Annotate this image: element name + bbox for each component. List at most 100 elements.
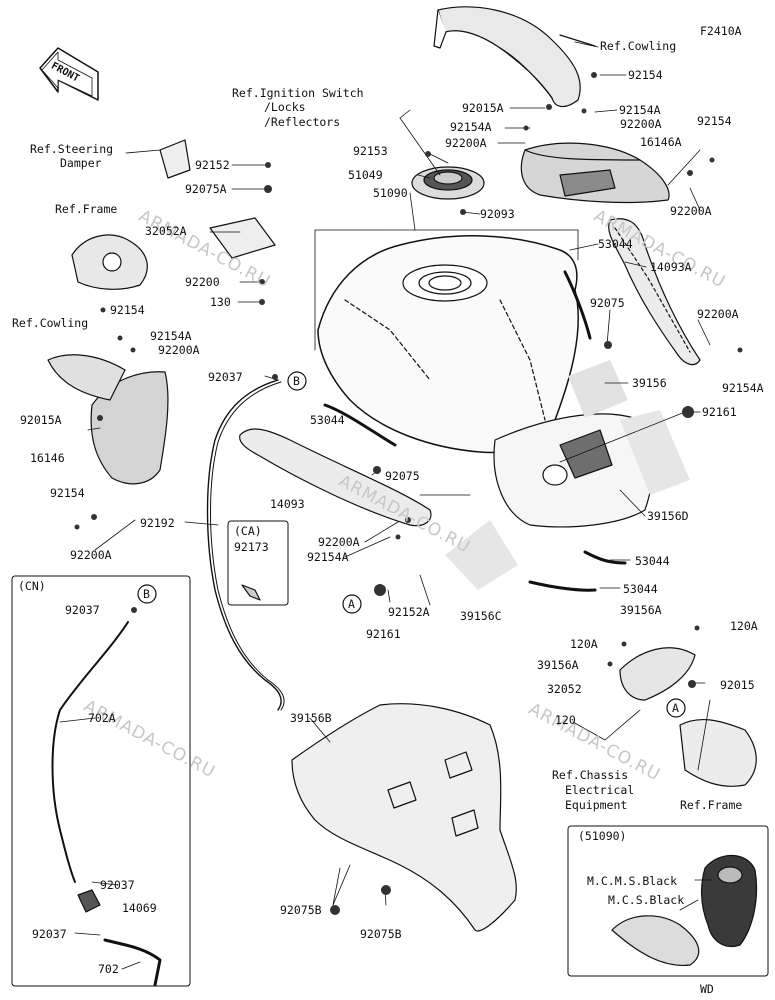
inset-wd-label: WD	[700, 982, 714, 996]
part-number: 39156D	[647, 509, 689, 523]
part-number: 51090	[373, 186, 408, 200]
part-number: 14069	[122, 901, 157, 915]
part-number: 92154A	[722, 381, 764, 395]
callout-b: B	[293, 374, 300, 388]
part-number: 92200A	[318, 535, 360, 549]
part-number: 92154	[697, 114, 732, 128]
part-number: 92154A	[150, 329, 192, 343]
label-ref-steering: Ref.Steering	[30, 142, 114, 156]
part-number: 92154A	[619, 103, 661, 117]
top-cowling-part	[433, 6, 596, 108]
part-number: 53044	[623, 582, 658, 596]
heat-shield-39156B-part	[291, 703, 517, 932]
part-number: 92037	[32, 927, 67, 941]
part-number: 92200A	[70, 548, 112, 562]
hose-53044-parts	[323, 270, 627, 592]
fuel-tank-part	[317, 235, 579, 454]
part-number: 130	[210, 295, 231, 309]
part-number: 92075B	[280, 903, 322, 917]
label-ref-steering: Damper	[60, 156, 102, 170]
steering-bracket-part	[71, 139, 276, 290]
part-number: 92200A	[697, 307, 739, 321]
part-number: 92037	[208, 370, 243, 384]
part-number: 92152	[195, 158, 230, 172]
label-ref-ignition: /Locks	[264, 100, 306, 114]
part-number: 92161	[366, 627, 401, 641]
part-number: 92154	[110, 303, 145, 317]
inset-ca-title: (CA)	[234, 524, 262, 538]
part-number: 120A	[730, 619, 758, 633]
part-number: 92075	[385, 469, 420, 483]
tray-32052-part	[619, 647, 757, 787]
part-number: 92075	[590, 296, 625, 310]
part-number: 92200	[185, 275, 220, 289]
front-arrow-icon	[39, 47, 99, 101]
part-number: 702A	[88, 711, 116, 725]
part-number: 92037	[100, 878, 135, 892]
inset-variant-title: (51090)	[578, 829, 627, 843]
part-number: 92161	[702, 405, 737, 419]
label-ref-cowling: Ref.Cowling	[600, 39, 677, 53]
part-number: 39156A	[537, 658, 579, 672]
part-number: 120A	[570, 637, 598, 651]
part-number: 92093	[480, 207, 515, 221]
label-ref-ignition: /Reflectors	[264, 115, 341, 129]
callout-a: A	[672, 701, 679, 715]
figure-code: F2410A	[700, 24, 742, 38]
callout-b: B	[143, 587, 150, 601]
fasteners-parts	[74, 72, 743, 915]
part-number: 16146	[30, 451, 65, 465]
part-number: 92173	[234, 540, 269, 554]
part-number: 92200A	[670, 204, 712, 218]
part-number: 92154	[628, 68, 663, 82]
part-number: 92015A	[20, 413, 62, 427]
label-color-variant: M.C.M.S.Black	[587, 874, 678, 888]
part-number: 39156A	[620, 603, 662, 617]
part-number: 32052	[547, 682, 582, 696]
label-color-variant: M.C.S.Black	[608, 893, 685, 907]
part-number: 92075A	[185, 182, 227, 196]
cn-hose-part	[51, 621, 162, 987]
part-number: 32052A	[145, 224, 187, 238]
part-number: 92192	[140, 516, 175, 530]
part-number: 92154A	[307, 550, 349, 564]
part-number: 92152A	[388, 605, 430, 619]
part-number: 92153	[353, 144, 388, 158]
part-number: 92015A	[462, 101, 504, 115]
right-side-cowl-part	[520, 142, 670, 204]
part-number: 16146A	[640, 135, 682, 149]
part-number: 92075B	[360, 927, 402, 941]
part-number: 92037	[65, 603, 100, 617]
tank-lower-cover-part	[493, 413, 655, 528]
pad-39156-part	[568, 360, 628, 418]
part-number: 702	[98, 962, 119, 976]
left-panel-part	[239, 428, 432, 527]
fuel-cap-part	[411, 166, 485, 200]
part-number: 92015	[720, 678, 755, 692]
part-number: 53044	[598, 237, 633, 251]
pad-39156C-part	[445, 520, 518, 590]
part-number: 92154	[50, 486, 85, 500]
hose-92192-part	[206, 379, 285, 711]
part-number: 92154A	[450, 120, 492, 134]
right-panel-part	[608, 218, 701, 366]
label-ref-frame: Ref.Frame	[680, 798, 743, 812]
label-ref-chassis: Electrical	[565, 783, 635, 797]
variant-tank-part	[611, 854, 758, 967]
part-number: 92200A	[620, 117, 662, 131]
left-side-cowl-part	[47, 354, 169, 485]
inset-cn-title: (CN)	[18, 579, 46, 593]
part-number: 92200A	[445, 136, 487, 150]
part-number: 14093A	[650, 260, 692, 274]
label-ref-ignition: Ref.Ignition Switch	[232, 86, 364, 100]
label-ref-frame: Ref.Frame	[55, 202, 118, 216]
label-ref-chassis: Ref.Chassis	[552, 768, 629, 782]
part-number: 53044	[310, 413, 345, 427]
part-number: 53044	[635, 554, 670, 568]
label-ref-chassis: Equipment	[565, 798, 628, 812]
callout-a: A	[348, 597, 355, 611]
part-number: 39156B	[290, 711, 332, 725]
part-number: 39156	[632, 376, 667, 390]
label-ref-cowling: Ref.Cowling	[12, 316, 89, 330]
part-number: 51049	[348, 168, 383, 182]
